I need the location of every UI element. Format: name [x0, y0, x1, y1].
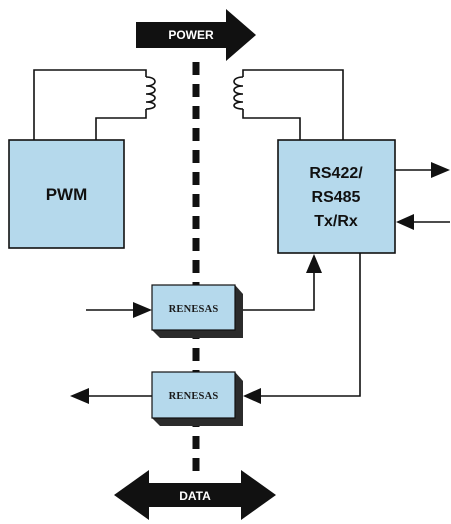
transceiver-box — [277, 139, 396, 254]
pwm-wire-outer — [33, 69, 147, 140]
chip-bottom-face — [151, 371, 236, 419]
pwm-block: PWM — [8, 139, 125, 249]
rs-wire-inner — [242, 109, 301, 140]
chip-bottom: RENESAS — [151, 371, 243, 426]
transformer-left — [33, 69, 156, 140]
rx-output-arrow — [70, 388, 152, 404]
left-coil-icon — [145, 76, 156, 110]
data-arrow-shape — [114, 470, 276, 520]
power-label: POWER — [168, 28, 214, 42]
rx-from-transceiver-wire — [243, 253, 361, 404]
data-arrow: DATA — [114, 470, 276, 520]
pwm-wire-inner — [95, 109, 147, 140]
chip-bottom-label: RENESAS — [169, 391, 219, 402]
transceiver-label-line1: RS422/ — [309, 165, 363, 182]
bus-output-arrow — [395, 162, 450, 178]
transceiver-block: RS422/ RS485 Tx/Rx — [277, 139, 396, 254]
pwm-label: PWM — [46, 185, 88, 204]
rs-wire-outer — [242, 69, 344, 140]
chip-top: RENESAS — [151, 284, 243, 338]
power-arrow: POWER — [136, 9, 256, 61]
right-coil-icon — [233, 76, 244, 110]
data-label: DATA — [179, 489, 211, 503]
transformer-right — [233, 69, 344, 140]
tx-input-arrow — [86, 302, 152, 318]
pwm-box — [8, 139, 125, 249]
power-arrow-shape — [136, 9, 256, 61]
tx-to-transceiver-wire — [243, 254, 322, 311]
transceiver-label-line2: RS485 — [312, 189, 361, 206]
bus-input-arrow — [396, 214, 450, 230]
transceiver-label-line3: Tx/Rx — [314, 213, 358, 230]
chip-top-label: RENESAS — [169, 304, 219, 315]
chip-top-face — [151, 284, 236, 331]
